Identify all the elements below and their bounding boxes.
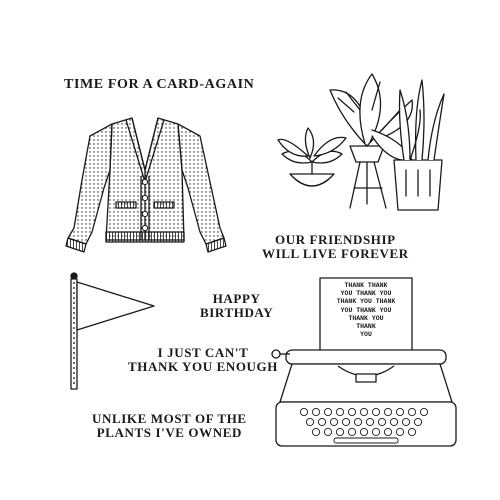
paper-line: YOU THANK YOU xyxy=(340,290,392,298)
paper-line: YOU THANK YOU xyxy=(340,306,392,314)
sentiment-thank-line2: THANK YOU ENOUGH xyxy=(128,358,278,374)
sentiment-plants-line1: UNLIKE MOST OF THE xyxy=(92,411,247,426)
pennant-flag-icon xyxy=(70,272,155,390)
sentiment-time-for-a-card: TIME FOR A CARD-AGAIN xyxy=(64,77,255,93)
typewriter-paper-text: THANK THANK YOU THANK YOU THANK YOU THAN… xyxy=(322,282,410,339)
sentiment-birthday-line2: BIRTHDAY xyxy=(200,304,274,320)
sentiment-plants: UNLIKE MOST OF THE PLANTS I'VE OWNED xyxy=(92,412,247,439)
sentiment-friendship: OUR FRIENDSHIP WILL LIVE FOREVER xyxy=(262,233,409,260)
sentiment-happy-birthday: HAPPY BIRTHDAY xyxy=(200,292,273,319)
houseplants-icon xyxy=(277,73,445,211)
paper-line: YOU xyxy=(360,331,372,339)
paper-line: THANK xyxy=(356,323,376,331)
sentiment-friendship-line2: WILL LIVE FOREVER xyxy=(262,245,409,261)
sentiment-plants-line2: PLANTS I'VE OWNED xyxy=(96,424,242,440)
paper-line: THANK YOU THANK xyxy=(336,298,396,306)
sentiment-friendship-line1: OUR FRIENDSHIP xyxy=(275,232,396,247)
typewriter-icon xyxy=(271,277,457,447)
sentiment-thank-line1: I JUST CAN'T xyxy=(157,345,249,360)
sentiment-time-text: TIME FOR A CARD-AGAIN xyxy=(64,77,255,92)
paper-line: THANK YOU xyxy=(348,314,384,322)
paper-line: THANK THANK xyxy=(344,282,388,289)
sentiment-thank-you: I JUST CAN'T THANK YOU ENOUGH xyxy=(128,346,278,373)
sentiment-birthday-line1: HAPPY xyxy=(212,291,261,306)
cardigan-icon xyxy=(65,117,227,253)
